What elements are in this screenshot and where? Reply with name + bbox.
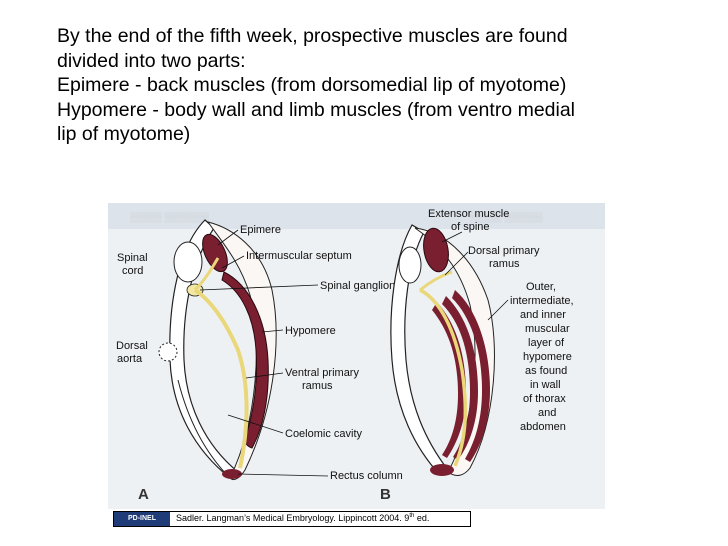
layers-line: hypomere [523,351,572,363]
layers-line: abdomen [520,421,566,433]
layers-line: of thorax [523,393,566,405]
text-line: Hypomere - body wall and limb muscles (f… [57,98,576,121]
citation-suffix: ed. [414,513,430,523]
label-aorta: aorta [117,353,143,365]
inner-muscle-layer [432,302,466,458]
citation-main: Sadler. Langman’s Medical Embryology. Li… [176,513,410,523]
panel-a-leaders [199,229,329,477]
label-hypomere: Hypomere [285,325,336,337]
layers-line: as found [525,365,567,377]
layers-label: Outer, intermediate, and inner muscular … [510,281,574,433]
text-line: Epimere - back muscles (from dorsomedial… [57,74,567,96]
rectus-column-a [222,469,242,479]
label-coelomic-cavity: Coelomic cavity [285,428,363,440]
layers-line: muscular [525,323,570,335]
rectus-column-b [430,464,454,476]
label-rectus-column: Rectus column [330,470,403,482]
ghost-text: ▒▒▒▒▒ ▒▒▒▒▒▒ [470,212,543,223]
citation-sup: th [409,513,415,519]
license-badge: PD-INEL [114,512,170,526]
label-ventral-primary: Ventral primary [285,367,359,379]
citation-caption: PD-INEL Sadler. Langman’s Medical Embryo… [113,511,471,527]
layers-line: and inner [520,309,566,321]
label-extensor-2: of spine [451,221,490,233]
panel-b-leaders [441,231,509,321]
panel-b-label: B [380,486,391,503]
layers-line: in wall [530,379,561,391]
label-spinal-ganglion: Spinal ganglion [320,280,395,292]
label-dorsal: Dorsal [116,340,148,352]
text-line: lip of myotome) [57,123,191,145]
label-ramus-a: ramus [302,380,333,392]
epimere-muscle [202,233,228,273]
label-intermuscular-septum: Intermuscular septum [246,250,352,262]
ventral-ramus-nerve [193,288,249,469]
dorsal-aorta-shape [158,342,178,362]
citation-text: Sadler. Langman’s Medical Embryology. Li… [176,513,429,523]
panel-a-diagram [158,219,277,481]
nerve-b [419,288,468,467]
dorsal-ramus-b [419,270,453,292]
intermediate-muscle-layer [442,296,478,460]
label-extensor-1: Extensor muscle [428,208,509,220]
outer-muscle-layer [452,290,490,462]
slide-text: By the end of the fifth week, prospectiv… [57,24,717,147]
label-ramus-b: ramus [489,258,520,270]
panel-a-label: A [138,486,149,503]
panel-b-diagram [390,224,495,476]
label-cord: cord [122,265,143,277]
layers-line: layer of [528,337,565,349]
ghost-text: ▒▒▒▒▒ ▒▒▒▒▒▒▒ [130,212,210,223]
dorsal-ramus-nerve [193,257,220,292]
text-line: By the end of the fifth week, prospectiv… [57,25,568,47]
spinal-cord-b [398,246,422,284]
figure-header-band [108,203,605,229]
layers-line: and [538,407,556,419]
coelomic-boundary [177,379,229,477]
text-line: divided into two parts: [57,49,246,72]
spinal-cord-shape [173,241,203,283]
layers-line: intermediate, [510,295,574,307]
label-epimere: Epimere [240,224,281,236]
label-dorsal-primary: Dorsal primary [468,245,540,257]
extensor-muscle [423,227,449,273]
layers-line: Outer, [526,281,556,293]
label-spinal: Spinal [117,252,148,264]
